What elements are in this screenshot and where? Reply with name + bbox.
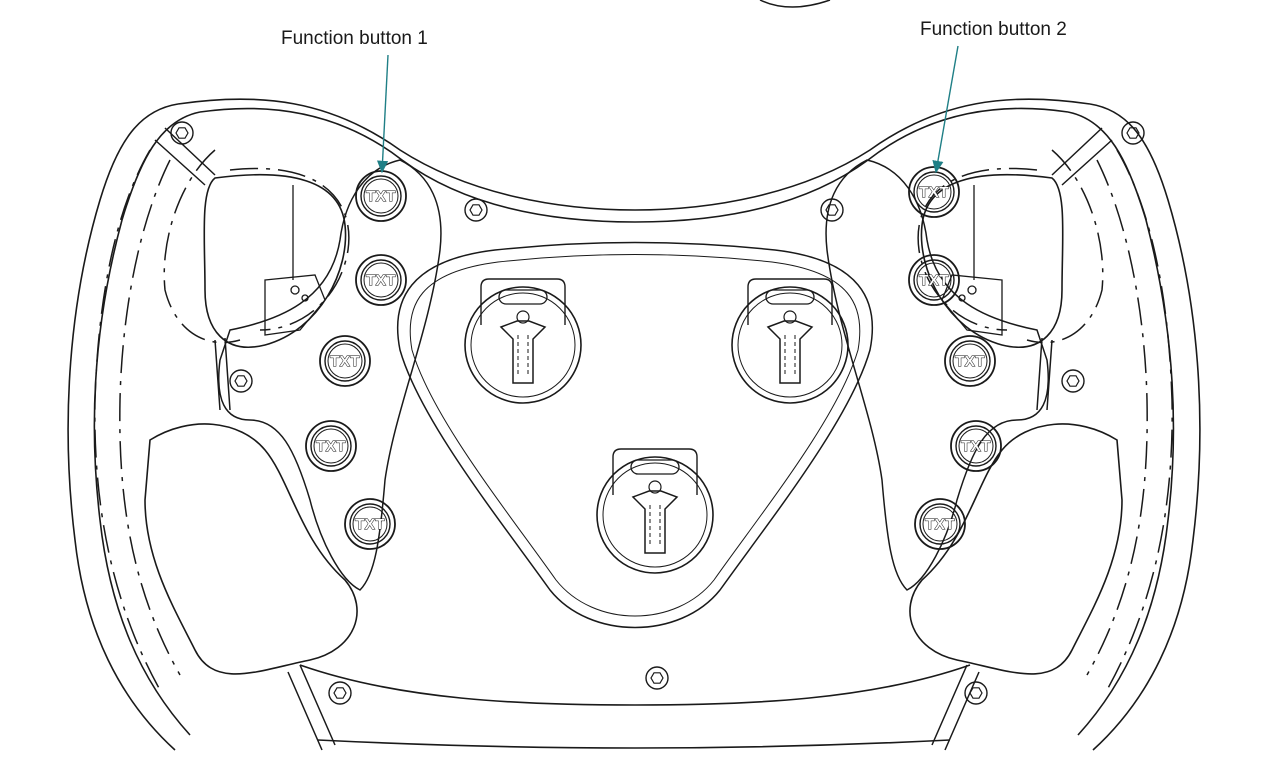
- rotary-knob-icon[interactable]: [731, 278, 849, 404]
- callout-leaders: [376, 45, 959, 174]
- function-button-right-4[interactable]: TXT: [950, 420, 1002, 472]
- hex-screw-icon: [645, 666, 669, 690]
- function-buttons: TXT TXT TXT TXT TXT TXT TXT TXT TXT TXT: [305, 166, 1002, 550]
- button-label: TXT: [355, 516, 385, 533]
- function-button-right-2[interactable]: TXT: [908, 254, 960, 306]
- hex-screw-icon: [170, 121, 194, 145]
- right-lower-opening: [909, 423, 1123, 675]
- button-label: TXT: [961, 438, 991, 455]
- top-arc: [759, 0, 831, 8]
- button-label: TXT: [366, 188, 396, 205]
- function-button-left-5[interactable]: TXT: [344, 498, 396, 550]
- hex-screw-icon: [328, 681, 352, 705]
- paddle-brackets: [264, 185, 1003, 336]
- button-label: TXT: [955, 353, 985, 370]
- hex-screw-icon: [1121, 121, 1145, 145]
- function-button-right-1[interactable]: TXT: [908, 166, 960, 218]
- button-label: TXT: [330, 353, 360, 370]
- callout-function-button-1: Function button 1: [281, 28, 428, 49]
- screws: [170, 121, 1145, 705]
- left-upper-opening: [203, 173, 347, 348]
- function-button-left-4[interactable]: TXT: [305, 420, 357, 472]
- leader-function-button-2: [932, 45, 959, 174]
- rotary-knob-icon[interactable]: [464, 278, 582, 404]
- rotary-knob-icon[interactable]: [596, 448, 714, 574]
- hex-screw-icon: [964, 681, 988, 705]
- left-lower-opening: [144, 423, 358, 675]
- right-grip-seams: [917, 149, 1173, 691]
- button-label: TXT: [919, 272, 949, 289]
- hex-screw-icon: [820, 198, 844, 222]
- function-button-right-5[interactable]: TXT: [914, 498, 966, 550]
- function-button-left-2[interactable]: TXT: [355, 254, 407, 306]
- left-grip-seams: [94, 149, 350, 691]
- function-button-left-3[interactable]: TXT: [319, 335, 371, 387]
- hex-screw-icon: [229, 369, 253, 393]
- corner-clamps: [154, 127, 1113, 751]
- leader-function-button-1: [376, 54, 389, 174]
- function-button-left-1[interactable]: TXT: [355, 170, 407, 222]
- button-label: TXT: [316, 438, 346, 455]
- right-upper-opening: [920, 173, 1064, 348]
- function-button-right-3[interactable]: TXT: [944, 335, 996, 387]
- rotary-knobs: [464, 278, 849, 574]
- center-panel: [396, 241, 874, 629]
- hex-screw-icon: [1061, 369, 1085, 393]
- left-button-plate: [218, 159, 442, 591]
- hex-screw-icon: [464, 198, 488, 222]
- button-label: TXT: [925, 516, 955, 533]
- button-label: TXT: [366, 272, 396, 289]
- button-label: TXT: [919, 184, 949, 201]
- wheel-outline: [67, 98, 1201, 751]
- callout-function-button-2: Function button 2: [920, 19, 1067, 40]
